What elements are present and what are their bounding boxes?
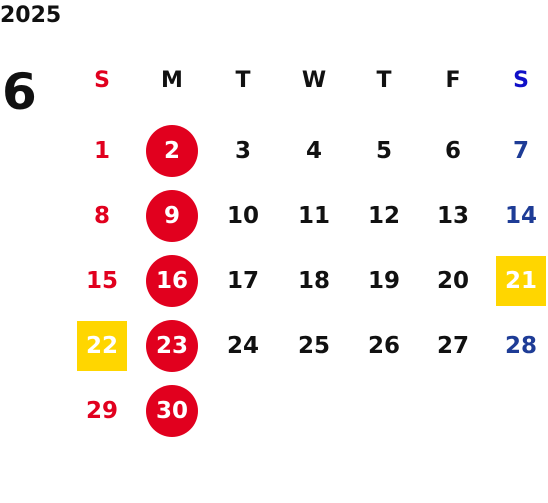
day-cell-6[interactable]: 6	[444, 138, 461, 164]
weekday-header-wed: W	[301, 68, 327, 93]
weekday-header-fri: F	[445, 68, 461, 93]
day-cell-21[interactable]: 21	[491, 256, 548, 306]
day-cell-5[interactable]: 5	[375, 138, 392, 164]
day-cell-12[interactable]: 12	[367, 203, 400, 229]
weekday-header-tue: T	[235, 68, 251, 93]
day-cell-2[interactable]: 2	[142, 125, 202, 177]
day-cell-26[interactable]: 26	[367, 333, 400, 359]
day-cell-11[interactable]: 11	[297, 203, 330, 229]
day-cell-1[interactable]: 1	[93, 138, 110, 164]
day-cell-10[interactable]: 10	[226, 203, 259, 229]
day-cell-22[interactable]: 22	[72, 321, 132, 371]
day-cell-15[interactable]: 15	[85, 268, 118, 294]
day-cell-28[interactable]: 28	[504, 333, 537, 359]
day-cell-7[interactable]: 7	[512, 138, 529, 164]
day-cell-16[interactable]: 16	[142, 255, 202, 307]
day-cell-27[interactable]: 27	[436, 333, 469, 359]
day-cell-29[interactable]: 29	[85, 398, 118, 424]
weekday-header-mon: M	[161, 68, 183, 93]
day-cell-13[interactable]: 13	[436, 203, 469, 229]
day-cell-30[interactable]: 30	[142, 385, 202, 437]
day-cell-23[interactable]: 23	[142, 320, 202, 372]
day-cell-24[interactable]: 24	[226, 333, 259, 359]
day-cell-3[interactable]: 3	[234, 138, 251, 164]
month-number: 6	[2, 63, 37, 121]
day-cell-17[interactable]: 17	[226, 268, 259, 294]
weekday-header-sat: S	[513, 68, 529, 93]
day-cell-20[interactable]: 20	[436, 268, 469, 294]
day-cell-19[interactable]: 19	[367, 268, 400, 294]
day-cell-18[interactable]: 18	[297, 268, 330, 294]
day-cell-4[interactable]: 4	[305, 138, 322, 164]
weekday-header-thu: T	[376, 68, 392, 93]
weekday-header-sun: S	[94, 68, 110, 93]
day-cell-9[interactable]: 9	[142, 190, 202, 242]
day-cell-8[interactable]: 8	[93, 203, 110, 229]
year-label: 2025	[0, 3, 62, 28]
day-cell-14[interactable]: 14	[504, 203, 537, 229]
day-cell-25[interactable]: 25	[297, 333, 330, 359]
